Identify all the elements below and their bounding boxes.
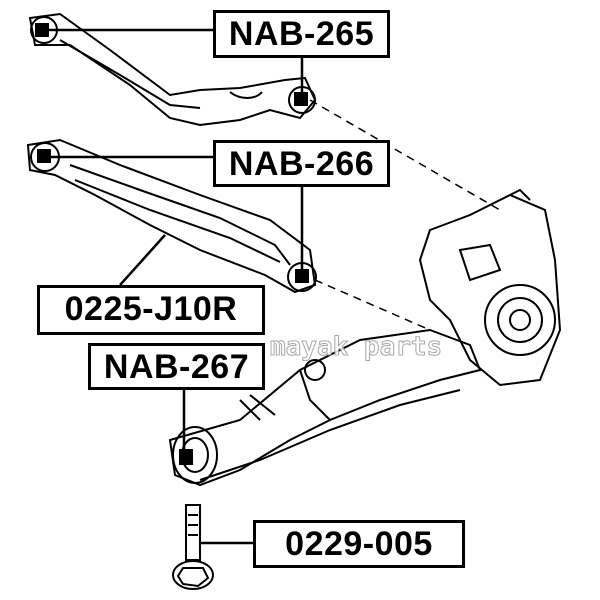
subframe-bushing [172, 426, 218, 484]
dashed-guides [309, 99, 501, 331]
label-0225-j10r: 0225-J10R [37, 285, 265, 335]
label-nab-265: NAB-265 [213, 10, 390, 58]
bolt [172, 504, 214, 590]
leader-lines [44, 28, 304, 545]
steering-knuckle [418, 188, 562, 387]
subframe [168, 328, 482, 487]
label-nab-267: NAB-267 [88, 343, 265, 390]
label-nab-266: NAB-266 [213, 140, 390, 187]
label-0229-005: 0229-005 [253, 520, 465, 568]
watermark: mayak parts [269, 332, 443, 363]
